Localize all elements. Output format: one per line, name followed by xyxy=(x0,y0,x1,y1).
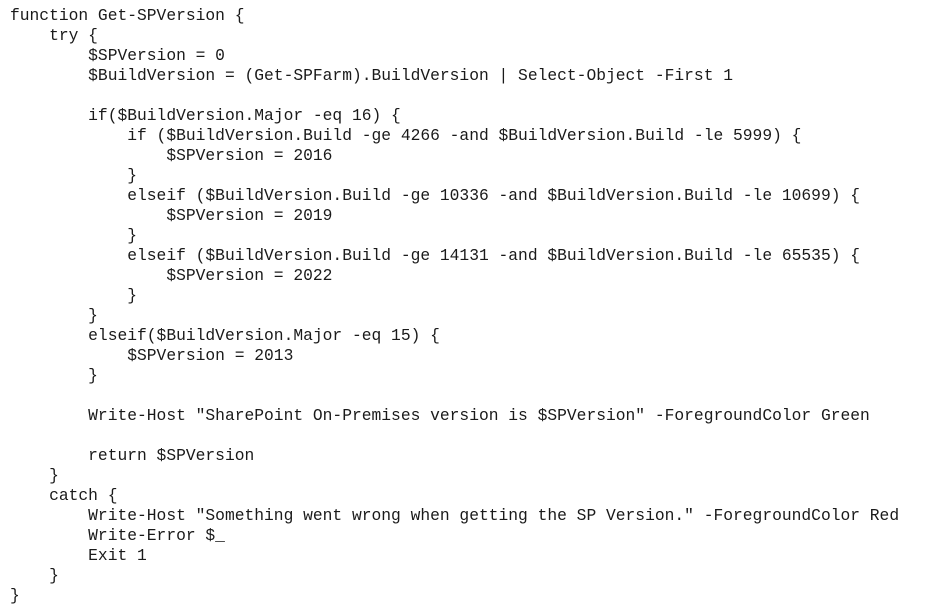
code-line: $SPVersion = 2019 xyxy=(10,206,333,225)
code-line: Exit 1 xyxy=(10,546,147,565)
code-line: $SPVersion = 2013 xyxy=(10,346,294,365)
code-line: } xyxy=(10,466,59,485)
code-line: try { xyxy=(10,26,98,45)
code-line: Write-Host "SharePoint On-Premises versi… xyxy=(10,406,870,425)
code-line: } xyxy=(10,566,59,585)
code-line: } xyxy=(10,226,138,245)
code-line: $SPVersion = 0 xyxy=(10,46,225,65)
code-line: } xyxy=(10,306,98,325)
code-line xyxy=(10,426,899,446)
code-line: Write-Error $_ xyxy=(10,526,225,545)
code-line: catch { xyxy=(10,486,118,505)
code-line: if ($BuildVersion.Build -ge 4266 -and $B… xyxy=(10,126,802,145)
code-line: } xyxy=(10,286,138,305)
code-line: Write-Host "Something went wrong when ge… xyxy=(10,506,900,525)
code-line: } xyxy=(10,366,98,385)
code-line: if($BuildVersion.Major -eq 16) { xyxy=(10,106,401,125)
code-line: elseif($BuildVersion.Major -eq 15) { xyxy=(10,326,440,345)
code-line: } xyxy=(10,166,138,185)
code-line: $SPVersion = 2016 xyxy=(10,146,333,165)
code-line: } xyxy=(10,586,20,605)
code-line: $BuildVersion = (Get-SPFarm).BuildVersio… xyxy=(10,66,734,85)
code-line xyxy=(10,86,899,106)
code-line: return $SPVersion xyxy=(10,446,255,465)
code-line: elseif ($BuildVersion.Build -ge 14131 -a… xyxy=(10,246,861,265)
code-line: elseif ($BuildVersion.Build -ge 10336 -a… xyxy=(10,186,861,205)
code-block: function Get-SPVersion { try { $SPVersio… xyxy=(10,6,899,606)
code-line: function Get-SPVersion { xyxy=(10,6,245,25)
code-line: $SPVersion = 2022 xyxy=(10,266,333,285)
code-line xyxy=(10,386,899,406)
